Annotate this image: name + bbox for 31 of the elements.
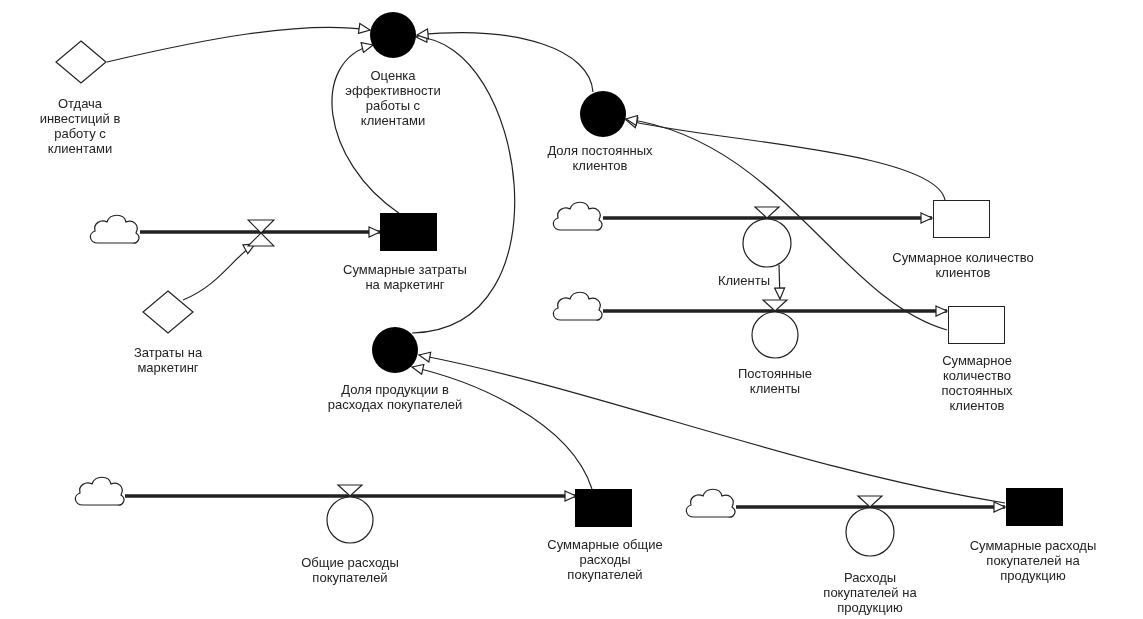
node-label: Суммарное количество постоянных клиентов [940,353,1014,413]
node-label: Клиенты [716,273,772,288]
flow-pipe [603,212,933,224]
arrow [411,364,593,490]
node-label: Суммарные затраты на маркетинг [342,262,468,292]
arrow [411,34,515,334]
flow-valve [247,219,275,247]
flow-pipe [736,501,1006,513]
arrow [625,115,948,331]
node-label: Оценка эффективности работы с клиентами [344,68,442,128]
arrow [418,351,1006,504]
node-label: Постоянные клиенты [736,366,814,396]
arrow [625,116,946,201]
flow-pipe [125,490,577,502]
node-label: Затраты на маркетинг [132,345,204,375]
filled-circle-node [327,327,463,412]
node-label: Суммарные расходы покупателей на продукцию [968,538,1098,583]
arrow [416,28,594,93]
node-label: Суммарное количество клиентов [891,250,1035,280]
flow-pipe [140,226,381,238]
flow-pipe [603,305,948,317]
node-label: Расходы покупателей на продукцию [822,570,918,615]
arrow [182,243,256,301]
node-label: Доля продукции в расходах покупателей [327,382,463,412]
node-label: Отдача инвестиций в работу с клиентами [38,96,122,156]
arrow [331,43,401,215]
node-label: Суммарные общие расходы покупателей [546,537,664,582]
node-label: Доля постоянных клиентов [546,143,654,173]
arrow [774,264,786,300]
arrow [106,23,371,63]
node-label: Общие расходы покупателей [300,555,400,585]
